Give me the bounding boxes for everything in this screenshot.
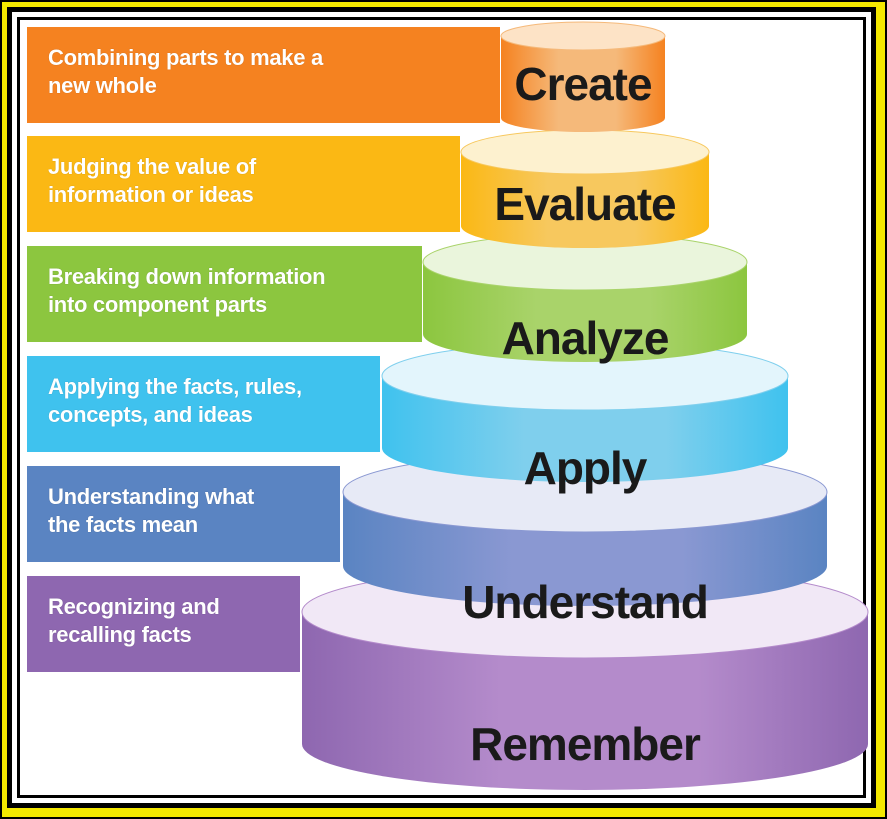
- pyramid-tiers: Remember Understand Apply Analyze Evaluate Cr…: [301, 21, 869, 790]
- banner-create: [27, 27, 500, 123]
- tier-label-remember: Remember: [470, 718, 701, 770]
- tier-top: [460, 129, 710, 175]
- tier-top: [500, 21, 666, 51]
- tier-body: [501, 36, 665, 132]
- banner-evaluate: [27, 136, 460, 232]
- tier-label-apply: Apply: [524, 442, 648, 494]
- tier-label-create: Create: [514, 58, 652, 110]
- description-understand: Understanding what the facts mean: [48, 484, 255, 537]
- banner-analyze: [27, 246, 422, 342]
- description-banners: [27, 27, 500, 672]
- tier-body: [302, 612, 868, 790]
- tier-analyze: Analyze: [422, 233, 748, 364]
- tier-label-understand: Understand: [462, 576, 708, 628]
- tier-label-analyze: Analyze: [502, 312, 669, 364]
- tier-apply: Apply: [381, 341, 789, 494]
- description-create: Combining parts to make a new whole: [48, 45, 323, 98]
- tier-label-evaluate: Evaluate: [494, 178, 676, 230]
- banner-apply: [27, 356, 380, 452]
- tier-create: Create: [500, 21, 666, 132]
- banner-remember: [27, 576, 300, 672]
- banner-understand: [27, 466, 340, 562]
- tier-evaluate: Evaluate: [460, 129, 710, 248]
- tier-body: [461, 152, 709, 248]
- description-apply: Applying the facts, rules, concepts, and…: [48, 374, 302, 427]
- description-remember: Recognizing and recalling facts: [48, 594, 220, 647]
- description-analyze: Breaking down information into component…: [48, 264, 326, 317]
- description-evaluate: Judging the value of information or idea…: [48, 154, 256, 207]
- tier-body: [423, 262, 747, 362]
